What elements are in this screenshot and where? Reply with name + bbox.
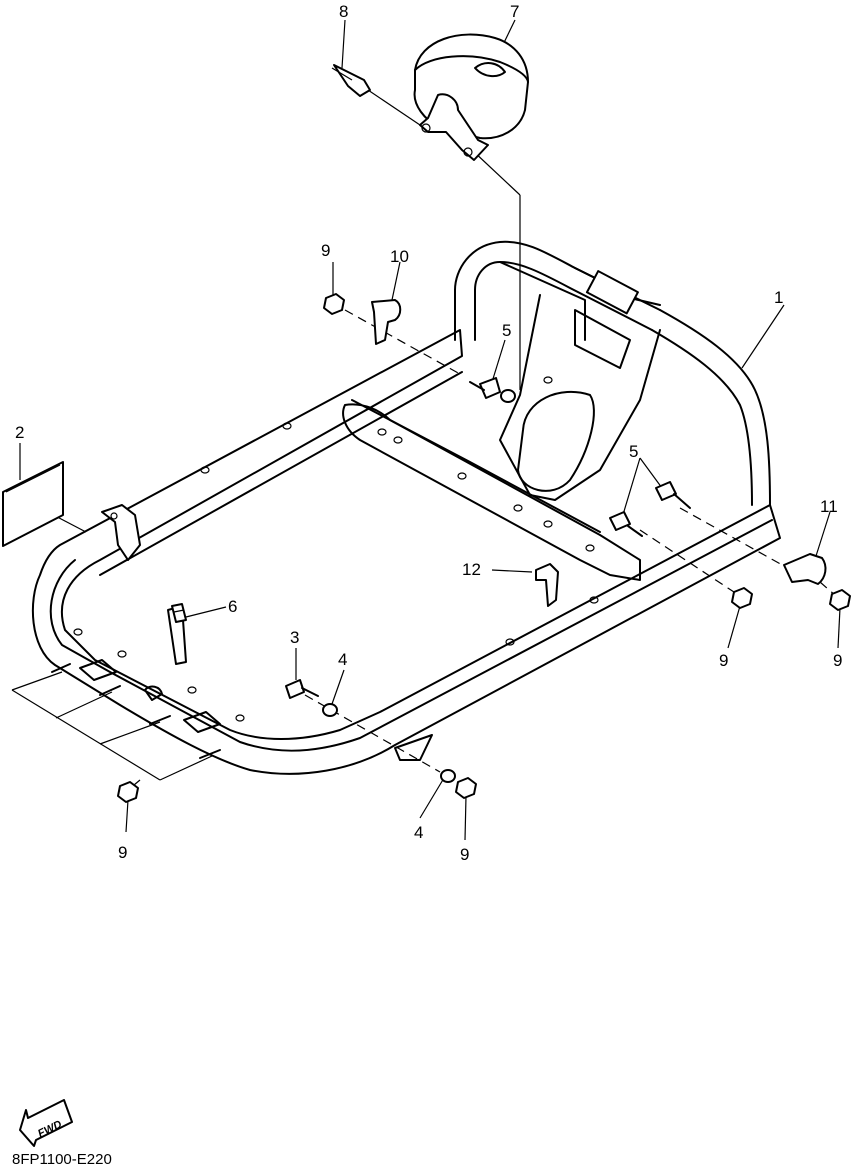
callout-1: 1 xyxy=(774,288,783,307)
part-12-bracket xyxy=(535,563,559,607)
callout-labels: 1 2 3 4 4 5 5 6 7 8 9 9 9 9 9 9 10 11 12 xyxy=(15,2,842,864)
callout-5-right: 5 xyxy=(629,442,638,461)
callout-9-lower-left: 9 xyxy=(118,843,127,862)
callout-10: 10 xyxy=(390,247,409,266)
callout-5-upper: 5 xyxy=(502,321,511,340)
part-4-washer-a xyxy=(322,703,338,717)
drawing-code: 8FP1100-E220 xyxy=(12,1151,112,1168)
callout-3: 3 xyxy=(290,628,299,647)
part-10-bracket xyxy=(371,299,402,345)
callout-6: 6 xyxy=(228,597,237,616)
callout-2: 2 xyxy=(15,423,24,442)
fwd-arrow-icon: FWD xyxy=(19,1099,73,1147)
callout-4-lower: 4 xyxy=(414,823,423,842)
part-6-strap xyxy=(171,603,187,623)
callout-9-lower-middle: 9 xyxy=(460,845,469,864)
part-9-nut-lower-left xyxy=(117,781,139,803)
part-9-nut-right-a xyxy=(731,587,753,609)
part-3-bolt xyxy=(285,679,319,699)
callout-8: 8 xyxy=(339,2,348,21)
part-5-bolt-upper xyxy=(469,377,516,403)
part-2-label-plate xyxy=(2,461,64,547)
leader-lines xyxy=(11,19,841,841)
part-7-meter xyxy=(413,33,529,161)
part-9-nut-upper xyxy=(323,293,345,315)
part-5-bolt-right-b xyxy=(609,511,643,537)
part-11-bracket xyxy=(783,553,827,585)
part-9-nut-lower-middle xyxy=(455,777,477,799)
part-9-nut-right-b xyxy=(829,589,851,611)
callout-12: 12 xyxy=(462,560,481,579)
callout-7: 7 xyxy=(510,2,519,21)
callout-4-upper: 4 xyxy=(338,650,347,669)
part-5-bolt-right-a xyxy=(655,481,691,509)
part-4-washer-b xyxy=(440,769,456,783)
callout-11: 11 xyxy=(820,497,838,516)
part-8-screw xyxy=(331,64,371,97)
studs-lower-left xyxy=(51,663,221,759)
callout-9-right-a: 9 xyxy=(719,651,728,670)
callout-9-right-b: 9 xyxy=(833,651,842,670)
part-1-frame xyxy=(31,240,781,775)
callout-9-upper: 9 xyxy=(321,241,330,260)
